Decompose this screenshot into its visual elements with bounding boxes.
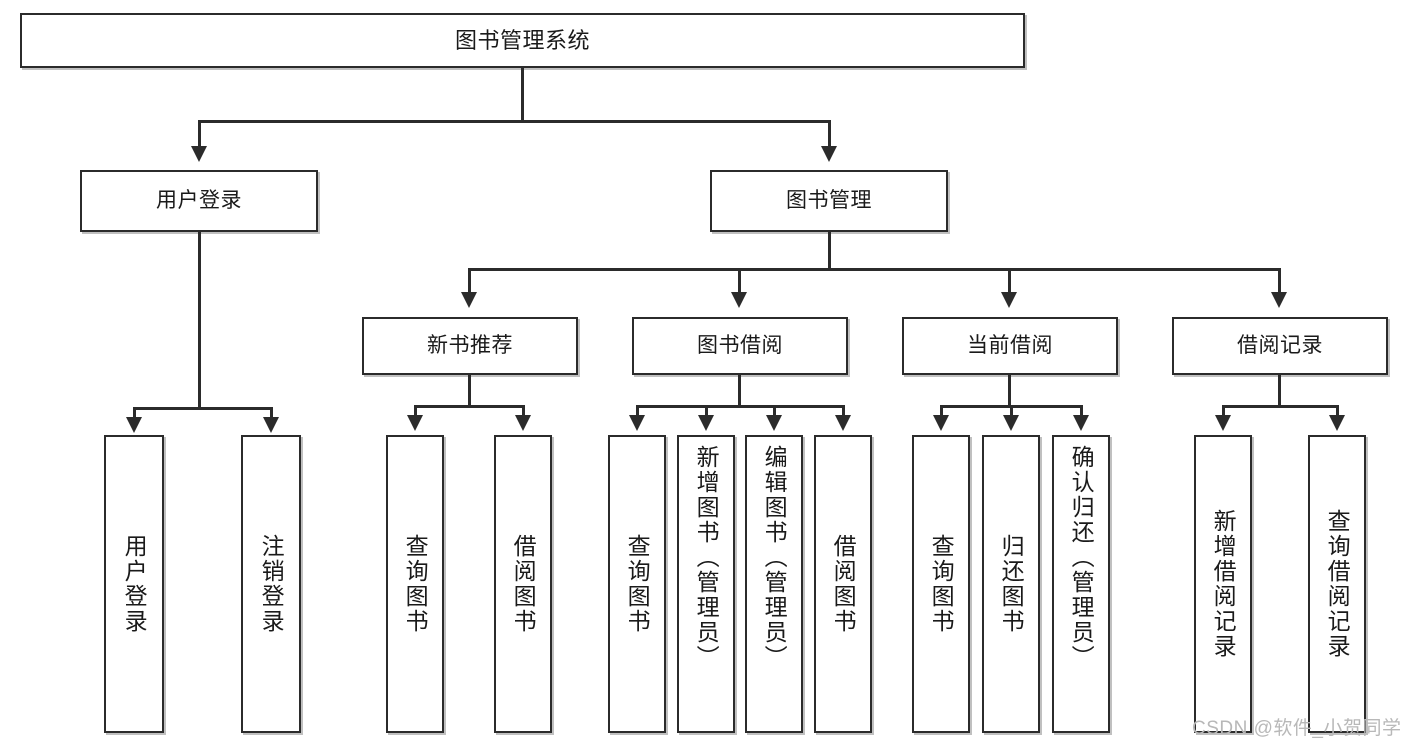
leaf-book-borrow-3[interactable]: 编辑图书（管理员） [745,435,803,733]
arrowhead-book-borrow-leaf-1 [629,415,645,431]
arrowhead-book-borrow-leaf-2 [698,415,714,431]
leaf-label: 确认归还（管理员） [1068,445,1095,670]
node-label: 用户登录 [156,188,242,212]
leaf-current-borrow-3[interactable]: 确认归还（管理员） [1052,435,1110,733]
connector-to-user-login [198,120,201,148]
node-label: 图书借阅 [697,333,783,357]
arrowhead-book-borrow-leaf-4 [835,415,851,431]
connector-current-borrow-leaf-1 [940,405,943,417]
connector-user-login-leaf-2 [270,407,273,419]
arrowhead-new-book-leaf-1 [407,415,423,431]
arrowhead-to-book-borrow [731,292,747,308]
leaf-current-borrow-2[interactable]: 归还图书 [982,435,1040,733]
connector-book-borrow-leaf-1 [636,405,639,417]
leaf-label: 借阅图书 [510,534,537,634]
leaf-label: 新增图书（管理员） [693,445,720,670]
node-user-login[interactable]: 用户登录 [80,170,318,232]
connector-current-borrow-leaf-2 [1010,405,1013,417]
arrowhead-current-borrow-leaf-1 [933,415,949,431]
leaf-new-book-recommend-1[interactable]: 查询图书 [386,435,444,733]
node-borrow-record[interactable]: 借阅记录 [1172,317,1388,375]
arrowhead-new-book-leaf-2 [515,415,531,431]
connector-to-new-book-recommend [468,268,471,294]
connector-to-current-borrow [1008,268,1011,294]
arrowhead-to-book-management [821,146,837,162]
leaf-new-book-recommend-2[interactable]: 借阅图书 [494,435,552,733]
node-book-management[interactable]: 图书管理 [710,170,948,232]
arrowhead-borrow-record-leaf-1 [1215,415,1231,431]
arrowhead-borrow-record-leaf-2 [1329,415,1345,431]
connector-borrow-record-leaf-bar [1222,405,1338,408]
connector-borrow-record-leaf-1 [1222,405,1225,417]
connector-book-borrow-stem [738,375,741,407]
arrowhead-book-borrow-leaf-3 [766,415,782,431]
arrowhead-user-login-leaf-1 [126,417,142,433]
connector-user-login-leaf-1 [133,407,136,419]
leaf-borrow-record-1[interactable]: 新增借阅记录 [1194,435,1252,733]
connector-new-book-leaf-bar [414,405,524,408]
connector-new-book-leaf-2 [522,405,525,417]
arrowhead-current-borrow-leaf-2 [1003,415,1019,431]
connector-user-login-leaf-bar [133,407,272,410]
leaf-book-borrow-2[interactable]: 新增图书（管理员） [677,435,735,733]
leaf-label: 归还图书 [998,534,1025,634]
node-label: 图书管理系统 [454,27,590,53]
node-new-book-recommend[interactable]: 新书推荐 [362,317,578,375]
connector-borrow-record-leaf-2 [1336,405,1339,417]
leaf-label: 注销登录 [258,534,285,634]
connector-root-stem [521,68,524,120]
leaf-current-borrow-1[interactable]: 查询图书 [912,435,970,733]
arrowhead-to-new-book-recommend [461,292,477,308]
arrowhead-to-user-login [191,146,207,162]
connector-borrow-record-stem [1278,375,1281,407]
node-label: 新书推荐 [427,333,513,357]
leaf-user-login-1[interactable]: 用户登录 [104,435,164,733]
connector-to-book-borrow [738,268,741,294]
connector-level3-bar [468,268,1280,271]
connector-book-borrow-leaf-3 [773,405,776,417]
leaf-borrow-record-2[interactable]: 查询借阅记录 [1308,435,1366,733]
leaf-label: 借阅图书 [830,534,857,634]
arrowhead-current-borrow-leaf-3 [1073,415,1089,431]
connector-level2-bar [198,120,831,123]
leaf-label: 查询图书 [624,534,651,634]
node-current-borrow[interactable]: 当前借阅 [902,317,1118,375]
leaf-label: 用户登录 [121,534,148,634]
arrowhead-user-login-leaf-2 [263,417,279,433]
connector-current-borrow-stem [1008,375,1011,407]
node-label: 借阅记录 [1237,333,1323,357]
connector-new-book-stem [468,375,471,407]
connector-to-book-management [828,120,831,148]
leaf-book-borrow-4[interactable]: 借阅图书 [814,435,872,733]
connector-new-book-leaf-1 [414,405,417,417]
node-root-book-management-system[interactable]: 图书管理系统 [20,13,1025,68]
leaf-label: 查询图书 [928,534,955,634]
leaf-user-login-2[interactable]: 注销登录 [241,435,301,733]
node-label: 当前借阅 [967,333,1053,357]
connector-book-borrow-leaf-4 [842,405,845,417]
node-label: 图书管理 [786,188,872,212]
leaf-label: 查询图书 [402,534,429,634]
arrowhead-to-current-borrow [1001,292,1017,308]
connector-book-borrow-leaf-2 [705,405,708,417]
connector-book-borrow-leaf-bar [636,405,844,408]
leaf-book-borrow-1[interactable]: 查询图书 [608,435,666,733]
leaf-label: 查询借阅记录 [1324,509,1351,659]
leaf-label: 新增借阅记录 [1210,509,1237,659]
arrowhead-to-borrow-record [1271,292,1287,308]
connector-current-borrow-leaf-3 [1080,405,1083,417]
node-book-borrow[interactable]: 图书借阅 [632,317,848,375]
connector-to-borrow-record [1278,268,1281,294]
connector-user-login-stem [198,232,201,409]
connector-book-management-stem [828,232,831,270]
leaf-label: 编辑图书（管理员） [761,445,788,670]
